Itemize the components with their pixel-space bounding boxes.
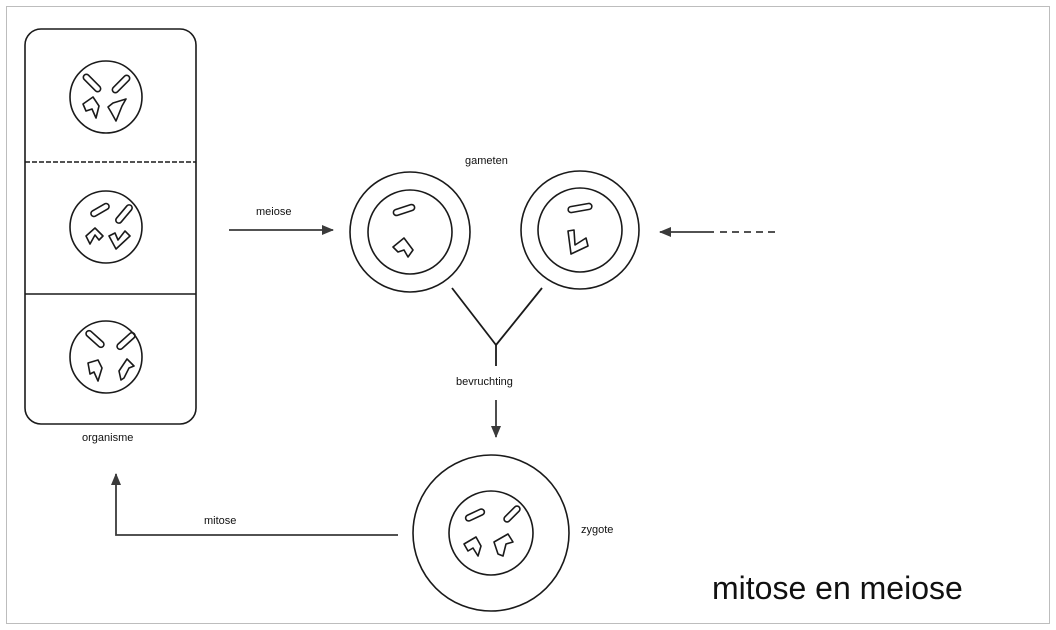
diagram-title: mitose en meiose bbox=[712, 570, 963, 606]
chromosome bbox=[464, 537, 481, 556]
chromosome bbox=[90, 202, 110, 217]
chromosome bbox=[83, 97, 99, 118]
zygote-cell bbox=[413, 455, 569, 611]
gamete-left bbox=[350, 172, 470, 292]
fertilization-label: bevruchting bbox=[456, 376, 513, 388]
chromosome bbox=[88, 360, 102, 381]
organism-cell-top bbox=[70, 61, 142, 133]
chromosome bbox=[494, 534, 513, 556]
mitosis-arrow bbox=[116, 474, 398, 535]
gametes-label: gameten bbox=[465, 155, 508, 167]
meiosis-label: meiose bbox=[256, 206, 291, 218]
organism-label: organisme bbox=[82, 432, 133, 444]
chromosome bbox=[82, 73, 102, 93]
chromosome bbox=[568, 203, 593, 213]
organism-cell-middle bbox=[70, 191, 142, 263]
chromosome bbox=[108, 99, 126, 121]
chromosome bbox=[109, 231, 130, 249]
chromosome bbox=[85, 329, 105, 348]
chromosome bbox=[111, 74, 131, 94]
organism-cell-stack bbox=[25, 29, 196, 424]
chromosome bbox=[503, 505, 521, 523]
organism-cell-bottom bbox=[70, 321, 142, 393]
chromosome bbox=[86, 228, 103, 244]
chromosome bbox=[568, 230, 588, 254]
chromosome bbox=[115, 204, 134, 225]
chromosome bbox=[393, 204, 416, 217]
mitosis-label: mitose bbox=[204, 515, 236, 527]
fertilization-connector bbox=[452, 288, 542, 366]
chromosome bbox=[119, 359, 134, 380]
zygote-label: zygote bbox=[581, 524, 613, 536]
gamete-right bbox=[521, 171, 639, 289]
chromosome bbox=[393, 238, 413, 257]
chromosome bbox=[465, 508, 486, 522]
